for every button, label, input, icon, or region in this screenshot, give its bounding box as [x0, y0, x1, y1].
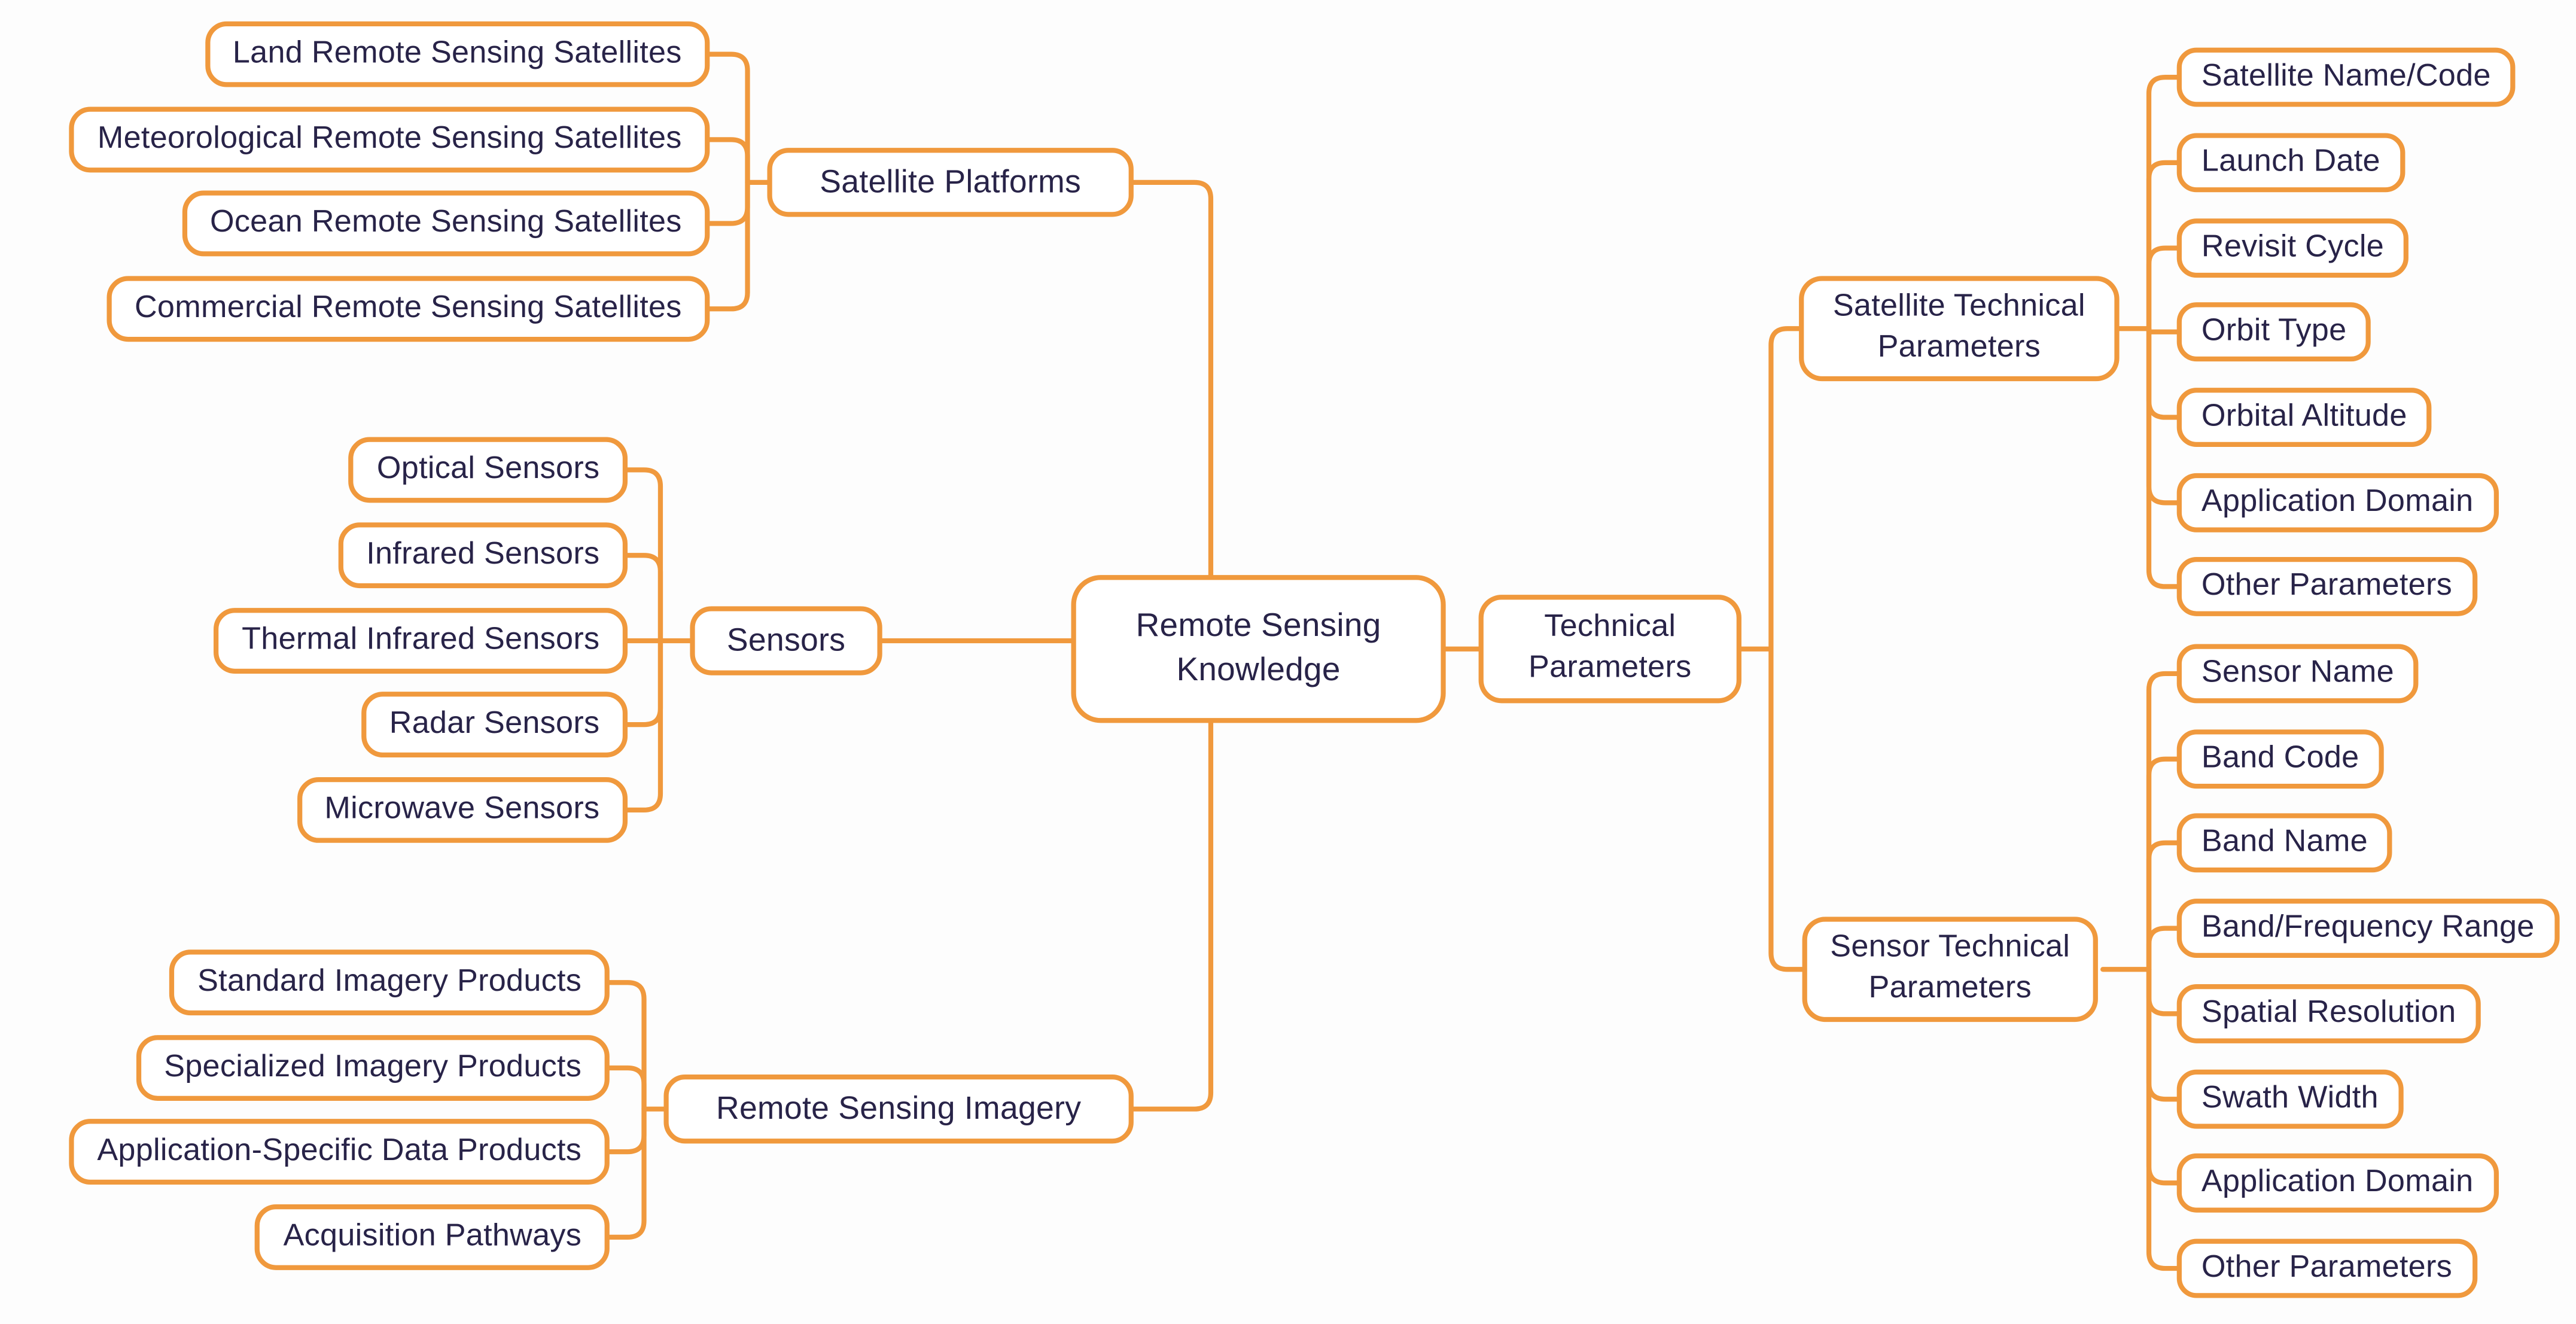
- node-standard-imagery-products: Standard Imagery Products: [169, 949, 610, 1016]
- node-land-remote-sensing-satellites: Land Remote Sensing Satellites: [205, 21, 710, 87]
- node-radar-sensors: Radar Sensors: [361, 692, 628, 757]
- node-band-name: Band Name: [2176, 813, 2393, 873]
- node-infrared-sensors: Infrared Sensors: [338, 522, 628, 589]
- node-technical-parameters: Technical Parameters: [1478, 595, 1741, 704]
- connector-path: [2146, 326, 2188, 589]
- node-spatial-resolution: Spatial Resolution: [2176, 984, 2481, 1043]
- connector-path: [605, 638, 663, 812]
- connector-path: [2146, 74, 2188, 331]
- node-revisit-cycle: Revisit Cycle: [2176, 218, 2409, 278]
- node-swath-width: Swath Width: [2176, 1069, 2404, 1129]
- node-ocean-remote-sensing-satellites: Ocean Remote Sensing Satellites: [182, 190, 710, 257]
- node-sensor-application-domain: Application Domain: [2176, 1153, 2498, 1213]
- node-satellite-name-code: Satellite Name/Code: [2176, 47, 2516, 107]
- node-satellite-technical-parameters: Satellite Technical Parameters: [1799, 276, 2120, 382]
- node-sensor-technical-parameters: Sensor Technical Parameters: [1802, 917, 2098, 1022]
- node-remote-sensing-imagery: Remote Sensing Imagery: [663, 1075, 1134, 1144]
- node-sat-other-parameters: Other Parameters: [2176, 556, 2477, 616]
- connector-path: [2146, 967, 2188, 1271]
- connector-path: [687, 179, 750, 312]
- node-sensors: Sensors: [690, 606, 882, 675]
- connector-path: [1768, 326, 1808, 652]
- node-band-frequency-range: Band/Frequency Range: [2176, 899, 2559, 958]
- connector-path: [687, 137, 750, 185]
- connector-path: [589, 1065, 647, 1112]
- node-thermal-infrared-sensors: Thermal Infrared Sensors: [214, 608, 628, 674]
- node-application-specific-data-products: Application-Specific Data Products: [69, 1119, 610, 1185]
- connector-path: [2146, 926, 2188, 972]
- node-orbit-type: Orbit Type: [2176, 302, 2371, 362]
- node-orbital-altitude: Orbital Altitude: [2176, 388, 2432, 447]
- node-satellite-platforms: Satellite Platforms: [767, 148, 1134, 217]
- connector-path: [605, 553, 663, 644]
- connector-path: [687, 51, 750, 185]
- node-microwave-sensors: Microwave Sensors: [296, 777, 628, 843]
- connector-path: [2146, 840, 2188, 972]
- node-optical-sensors: Optical Sensors: [349, 437, 628, 503]
- connector-path: [1124, 179, 1214, 583]
- connector-path: [1124, 715, 1214, 1112]
- connector-path: [1768, 646, 1811, 972]
- node-sensor-other-parameters: Other Parameters: [2176, 1238, 2477, 1298]
- connector-path: [605, 467, 663, 644]
- connector-path: [589, 1106, 647, 1240]
- node-meteorological-remote-sensing-satellites: Meteorological Remote Sensing Satellites: [69, 106, 710, 173]
- node-sat-application-domain: Application Domain: [2176, 473, 2498, 532]
- node-sensor-name: Sensor Name: [2176, 644, 2419, 704]
- node-launch-date: Launch Date: [2176, 133, 2406, 193]
- connector-path: [589, 980, 647, 1112]
- node-commercial-remote-sensing-satellites: Commercial Remote Sensing Satellites: [106, 276, 710, 342]
- connector-path: [2146, 671, 2188, 972]
- node-remote-sensing-knowledge: Remote Sensing Knowledge: [1071, 575, 1446, 723]
- connector-path: [2146, 160, 2188, 331]
- node-acquisition-pathways: Acquisition Pathways: [255, 1204, 610, 1270]
- connector-path: [2146, 756, 2188, 972]
- node-specialized-imagery-products: Specialized Imagery Products: [136, 1035, 610, 1101]
- node-band-code: Band Code: [2176, 729, 2384, 789]
- connector-path: [2146, 245, 2188, 331]
